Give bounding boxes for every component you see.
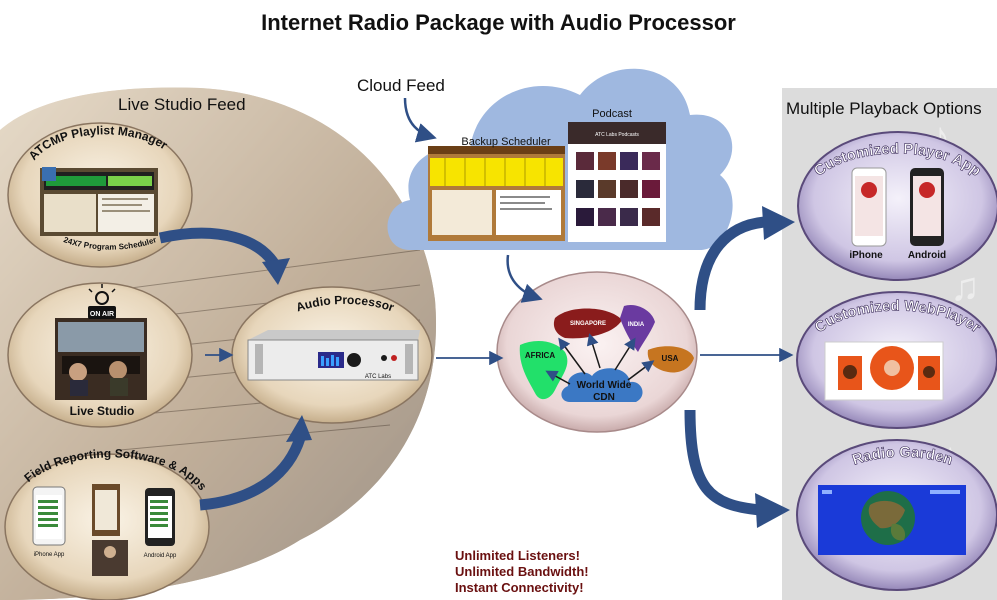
live-studio-label: Live Studio xyxy=(70,404,135,418)
tagline-listeners: Unlimited Listeners! xyxy=(455,548,580,563)
tagline-bandwidth: Unlimited Bandwidth! xyxy=(455,564,589,579)
field-iphone-app-label: iPhone App xyxy=(34,552,65,558)
cdn-line1: World Wide xyxy=(577,380,632,391)
arrow-cloud-to-cdn xyxy=(506,254,543,303)
app-logo-icon xyxy=(42,167,56,181)
africa-map-shape xyxy=(519,340,568,400)
live-studio-node xyxy=(7,282,193,428)
player-android-label: Android xyxy=(908,250,946,261)
field-android-app-label: Android App xyxy=(144,553,177,559)
arrow-head-playlist-to-processor xyxy=(262,258,290,285)
usa-map-shape xyxy=(647,346,694,373)
page-title: Internet Radio Package with Audio Proces… xyxy=(261,10,736,35)
arrows-layer xyxy=(158,216,766,516)
cdn-cloud-shape xyxy=(561,368,643,402)
arrow-head-cdn-to-radio-garden xyxy=(755,493,790,528)
cdn-line2: CDN xyxy=(593,392,615,403)
playlist-manager-node xyxy=(7,122,193,268)
arrow-head-cdn-to-player-app xyxy=(762,206,795,240)
player-app-node xyxy=(797,131,997,281)
india-map-shape xyxy=(620,304,655,352)
on-air-sign-text: ON AIR xyxy=(90,311,114,318)
audio-processor-node xyxy=(231,286,433,424)
webplayer-node xyxy=(796,291,997,429)
region-singapore: SINGAPORE xyxy=(570,321,606,327)
player-iphone-label: iPhone xyxy=(849,250,883,261)
podcast-header-text: ATC Labs Podcasts xyxy=(595,132,639,138)
radio-garden-label: Radio Garden xyxy=(850,444,955,469)
playback-options-heading: Multiple Playback Options xyxy=(786,99,982,118)
svg-text:♫: ♫ xyxy=(950,265,980,309)
arrow-cloud-feed xyxy=(403,97,437,143)
backup-scheduler-label: Backup Scheduler xyxy=(461,136,551,148)
region-india: INDIA xyxy=(628,322,645,328)
cloud-feed-heading: Cloud Feed xyxy=(357,76,445,95)
on-air-sign-icon xyxy=(88,284,116,319)
region-usa: USA xyxy=(662,354,679,363)
backup-scheduler-screenshot xyxy=(428,146,565,241)
podcast-screenshot xyxy=(568,122,666,242)
field-reporting-node xyxy=(4,453,210,600)
tagline-connectivity: Instant Connectivity! xyxy=(455,580,584,595)
processor-device-label: ATC Labs xyxy=(365,374,391,380)
radio-garden-node xyxy=(796,439,997,591)
cdn-node xyxy=(496,271,698,433)
region-africa: AFRICA xyxy=(525,351,555,360)
podcast-label: Podcast xyxy=(592,108,632,120)
singapore-map-shape xyxy=(553,308,622,339)
live-studio-feed-heading: Live Studio Feed xyxy=(118,95,246,114)
arrow-head-field-to-processor xyxy=(286,415,312,442)
